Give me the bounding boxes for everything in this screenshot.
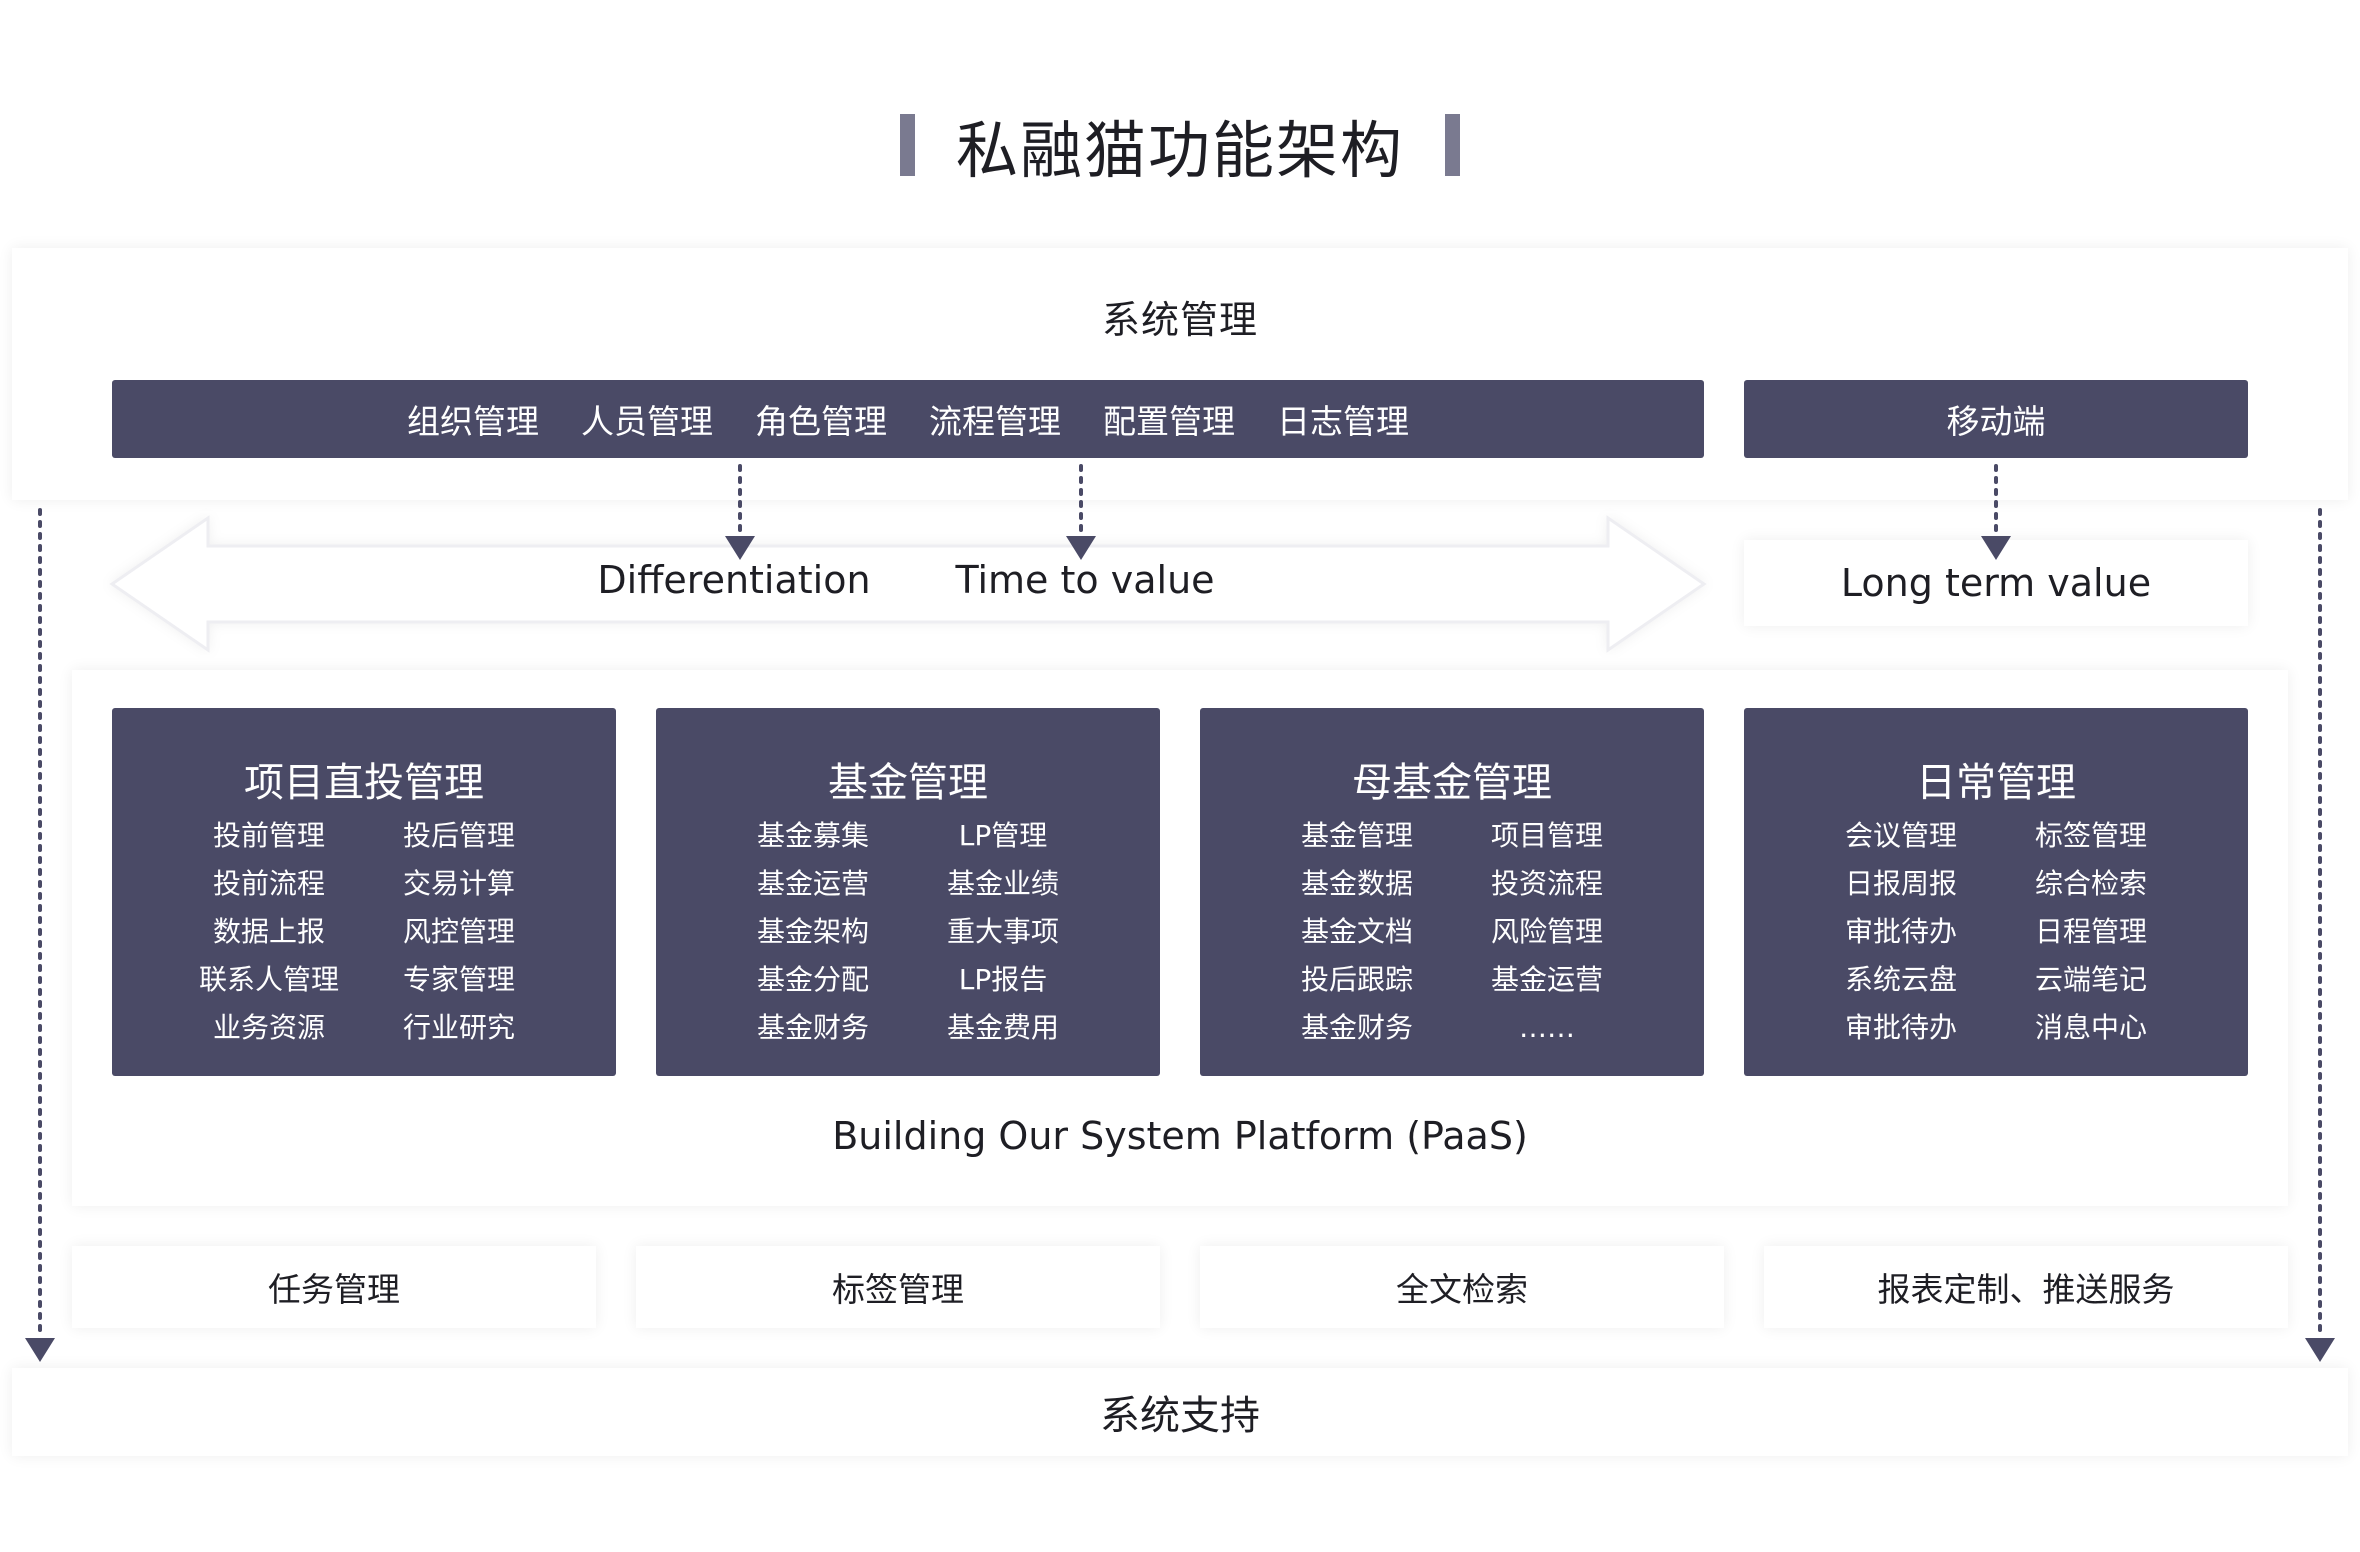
system-management-label: 系统管理: [1101, 297, 1258, 342]
title-left-bar: [899, 114, 915, 176]
module-fund-of-funds: 母基金管理 基金管理 项目管理 基金数据 投资流程 基金文档 风险管理 投后跟踪…: [1200, 708, 1704, 1076]
module-item[interactable]: 基金费用: [946, 1011, 1059, 1044]
module-item[interactable]: 基金募集: [756, 819, 869, 852]
page-title: 私融猫功能架构: [0, 100, 2360, 190]
module-item[interactable]: 日报周报: [1844, 867, 1957, 900]
module-project-investment: 项目直投管理 投前管理 投后管理 投前流程 交易计算 数据上报 风控管理 联系人…: [112, 708, 616, 1076]
module-title: 基金管理: [828, 760, 988, 806]
module-item[interactable]: 投后管理: [402, 819, 515, 852]
module-daily-management: 日常管理 会议管理 标签管理 日报周报 综合检索 审批待办 日程管理 系统云盘 …: [1744, 708, 2248, 1076]
service-task-management[interactable]: 任务管理: [72, 1246, 596, 1328]
service-report-push[interactable]: 报表定制、推送服务: [1764, 1246, 2288, 1328]
module-item[interactable]: 风险管理: [1490, 915, 1603, 948]
module-items: 基金募集 LP管理 基金运营 基金业绩 基金架构 重大事项 基金分配 LP报告 …: [656, 820, 1160, 1044]
module-items: 会议管理 标签管理 日报周报 综合检索 审批待办 日程管理 系统云盘 云端笔记 …: [1744, 820, 2248, 1044]
module-item[interactable]: 联系人管理: [198, 963, 339, 996]
module-item[interactable]: 系统云盘: [1844, 963, 1957, 996]
menu-item-org[interactable]: 组织管理: [407, 402, 539, 441]
module-item[interactable]: 日程管理: [2034, 915, 2147, 948]
system-management-menu: 组织管理 人员管理 角色管理 流程管理 配置管理 日志管理: [112, 380, 1704, 458]
menu-item-config[interactable]: 配置管理: [1103, 402, 1235, 441]
module-item[interactable]: 会议管理: [1844, 819, 1957, 852]
service-tag-management[interactable]: 标签管理: [636, 1246, 1160, 1328]
module-item[interactable]: 基金业绩: [946, 867, 1059, 900]
module-items: 投前管理 投后管理 投前流程 交易计算 数据上报 风控管理 联系人管理 专家管理…: [112, 820, 616, 1044]
module-item: ……: [1519, 1011, 1575, 1044]
menu-item-process[interactable]: 流程管理: [929, 402, 1061, 441]
module-item[interactable]: 投后跟踪: [1300, 963, 1413, 996]
module-item[interactable]: 综合检索: [2034, 867, 2147, 900]
module-item[interactable]: LP报告: [958, 963, 1048, 996]
time-to-value-label: Time to value: [955, 558, 1215, 602]
module-item[interactable]: 审批待办: [1844, 915, 1957, 948]
module-item[interactable]: 基金运营: [756, 867, 869, 900]
title-right-bar: [1445, 114, 1461, 176]
differentiation-label: Differentiation: [597, 558, 871, 602]
menu-item-role[interactable]: 角色管理: [755, 402, 887, 441]
module-item[interactable]: 云端笔记: [2034, 963, 2147, 996]
module-item[interactable]: LP管理: [958, 819, 1048, 852]
module-item[interactable]: 基金文档: [1300, 915, 1413, 948]
module-item[interactable]: 项目管理: [1490, 819, 1603, 852]
long-term-value-box: Long term value: [1744, 540, 2248, 626]
service-fulltext-search[interactable]: 全文检索: [1200, 1246, 1724, 1328]
menu-item-log[interactable]: 日志管理: [1277, 402, 1409, 441]
module-item[interactable]: 基金架构: [756, 915, 869, 948]
module-item[interactable]: 基金运营: [1490, 963, 1603, 996]
module-items: 基金管理 项目管理 基金数据 投资流程 基金文档 风险管理 投后跟踪 基金运营 …: [1200, 820, 1704, 1044]
module-item[interactable]: 投前流程: [212, 867, 325, 900]
module-item[interactable]: 数据上报: [212, 915, 325, 948]
module-item[interactable]: 投前管理: [212, 819, 325, 852]
module-item[interactable]: 基金财务: [756, 1011, 869, 1044]
module-item[interactable]: 投资流程: [1490, 867, 1603, 900]
module-item[interactable]: 交易计算: [402, 867, 515, 900]
module-item[interactable]: 基金数据: [1300, 867, 1413, 900]
module-item[interactable]: 审批待办: [1844, 1011, 1957, 1044]
module-item[interactable]: 标签管理: [2034, 819, 2147, 852]
module-title: 项目直投管理: [244, 760, 484, 806]
module-title: 母基金管理: [1352, 760, 1552, 806]
page-title-text: 私融猫功能架构: [955, 114, 1404, 187]
module-item[interactable]: 基金分配: [756, 963, 869, 996]
module-title: 日常管理: [1916, 760, 2076, 806]
module-item[interactable]: 基金管理: [1300, 819, 1413, 852]
mobile-block[interactable]: 移动端: [1744, 380, 2248, 458]
mobile-label: 移动端: [1946, 402, 2046, 441]
module-fund-management: 基金管理 基金募集 LP管理 基金运营 基金业绩 基金架构 重大事项 基金分配 …: [656, 708, 1160, 1076]
module-item[interactable]: 行业研究: [402, 1011, 515, 1044]
platform-label: Building Our System Platform (PaaS): [832, 1114, 1528, 1158]
module-item[interactable]: 消息中心: [2034, 1011, 2147, 1044]
menu-item-staff[interactable]: 人员管理: [581, 402, 713, 441]
module-item[interactable]: 重大事项: [946, 915, 1059, 948]
double-arrow-shape: [109, 515, 1707, 653]
module-item[interactable]: 基金财务: [1300, 1011, 1413, 1044]
module-item[interactable]: 专家管理: [402, 963, 515, 996]
system-support-bar: 系统支持: [12, 1368, 2348, 1456]
module-item[interactable]: 风控管理: [402, 915, 515, 948]
module-item[interactable]: 业务资源: [212, 1011, 325, 1044]
system-management-panel: 系统管理: [12, 248, 2348, 500]
